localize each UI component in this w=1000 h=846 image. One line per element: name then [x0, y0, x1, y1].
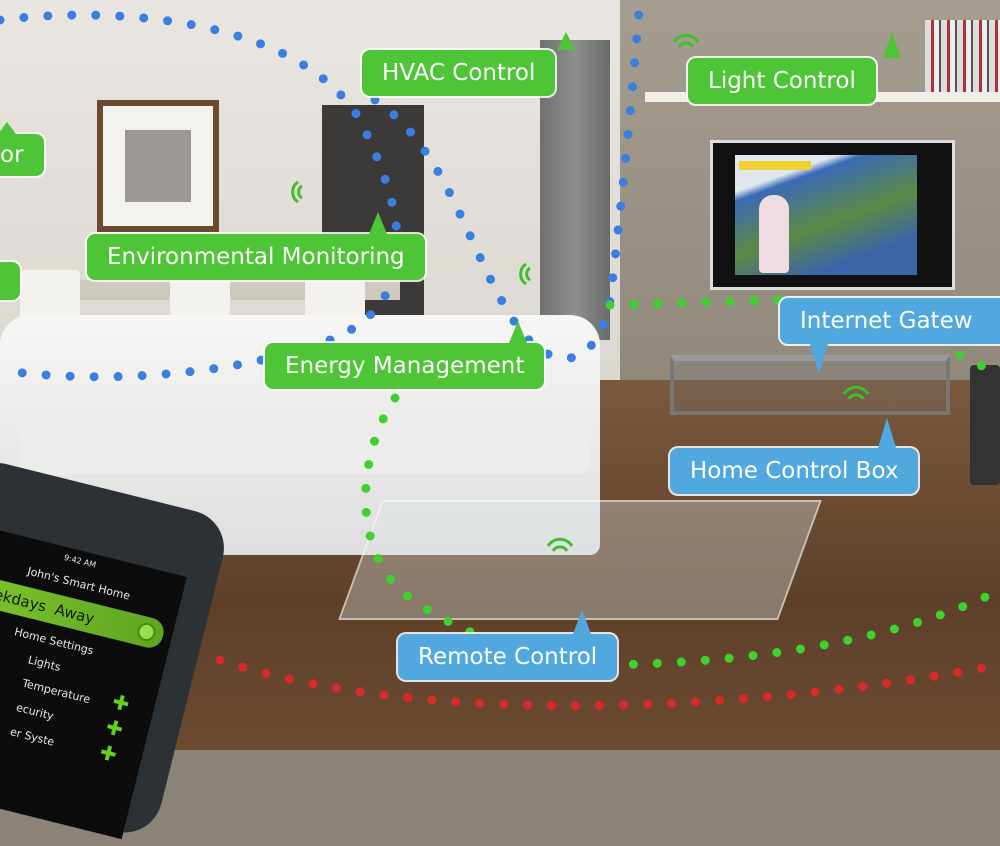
picture-frame	[97, 100, 219, 232]
wifi-signal-icon	[842, 385, 870, 400]
wifi-signal-icon	[546, 537, 574, 552]
label-remote-control: Remote Control	[398, 610, 618, 680]
label-energy-management: Energy Management	[265, 321, 545, 389]
tv-presenter	[759, 195, 789, 273]
plus-icon[interactable]: ✚	[103, 714, 126, 742]
green-dotted-path	[361, 295, 1000, 669]
label-text: Environmental Monitoring	[107, 244, 405, 270]
tv-caption	[739, 161, 811, 170]
blue-dotted-path	[0, 10, 402, 382]
label-home-control-box: Home Control Box	[670, 418, 919, 494]
label-text: Light Control	[708, 68, 856, 94]
label-text: HVAC Control	[382, 60, 536, 86]
sofa-seat	[20, 415, 590, 475]
phone-time: 9:42 AM	[62, 552, 98, 570]
menu-item[interactable]: Lights	[26, 653, 62, 674]
label-hvac-control: HVAC Control	[362, 32, 575, 96]
label-text: Remote Control	[418, 644, 598, 670]
smartphone: 9:42 AM John's Smart Home Weekdays Away …	[0, 455, 232, 841]
label-environmental-monitoring: Environmental Monitoring	[87, 212, 425, 280]
wifi-signal-icon	[519, 262, 531, 286]
label-text: Home Control Box	[690, 458, 899, 484]
wifi-signal-icon	[672, 33, 700, 48]
label-text: Internet Gatew	[800, 308, 973, 334]
toggle-dot-icon	[135, 621, 158, 643]
label-text: Energy Management	[285, 353, 525, 379]
label-partial-top-left: or	[0, 122, 44, 176]
wifi-signal-icon	[291, 180, 303, 204]
label-light-control: Light Control	[688, 32, 901, 104]
menu-item[interactable]: ecurity	[14, 700, 56, 723]
books	[925, 20, 1000, 92]
menu-item[interactable]: er Syste	[8, 725, 56, 749]
connection-dots	[0, 0, 1000, 711]
label-text: or	[0, 142, 24, 168]
label-partial-left	[0, 262, 20, 300]
label-internet-gateway: Internet Gatew	[780, 298, 1000, 374]
plus-icon[interactable]: ✚	[109, 689, 132, 717]
tv-screen-weather	[735, 155, 917, 275]
speaker	[970, 365, 1000, 485]
picture	[125, 130, 191, 202]
television	[710, 140, 955, 290]
phone-screen: 9:42 AM John's Smart Home Weekdays Away …	[0, 525, 187, 840]
menu-item[interactable]: Temperature	[20, 676, 92, 707]
plus-icon[interactable]: ✚	[97, 739, 120, 767]
